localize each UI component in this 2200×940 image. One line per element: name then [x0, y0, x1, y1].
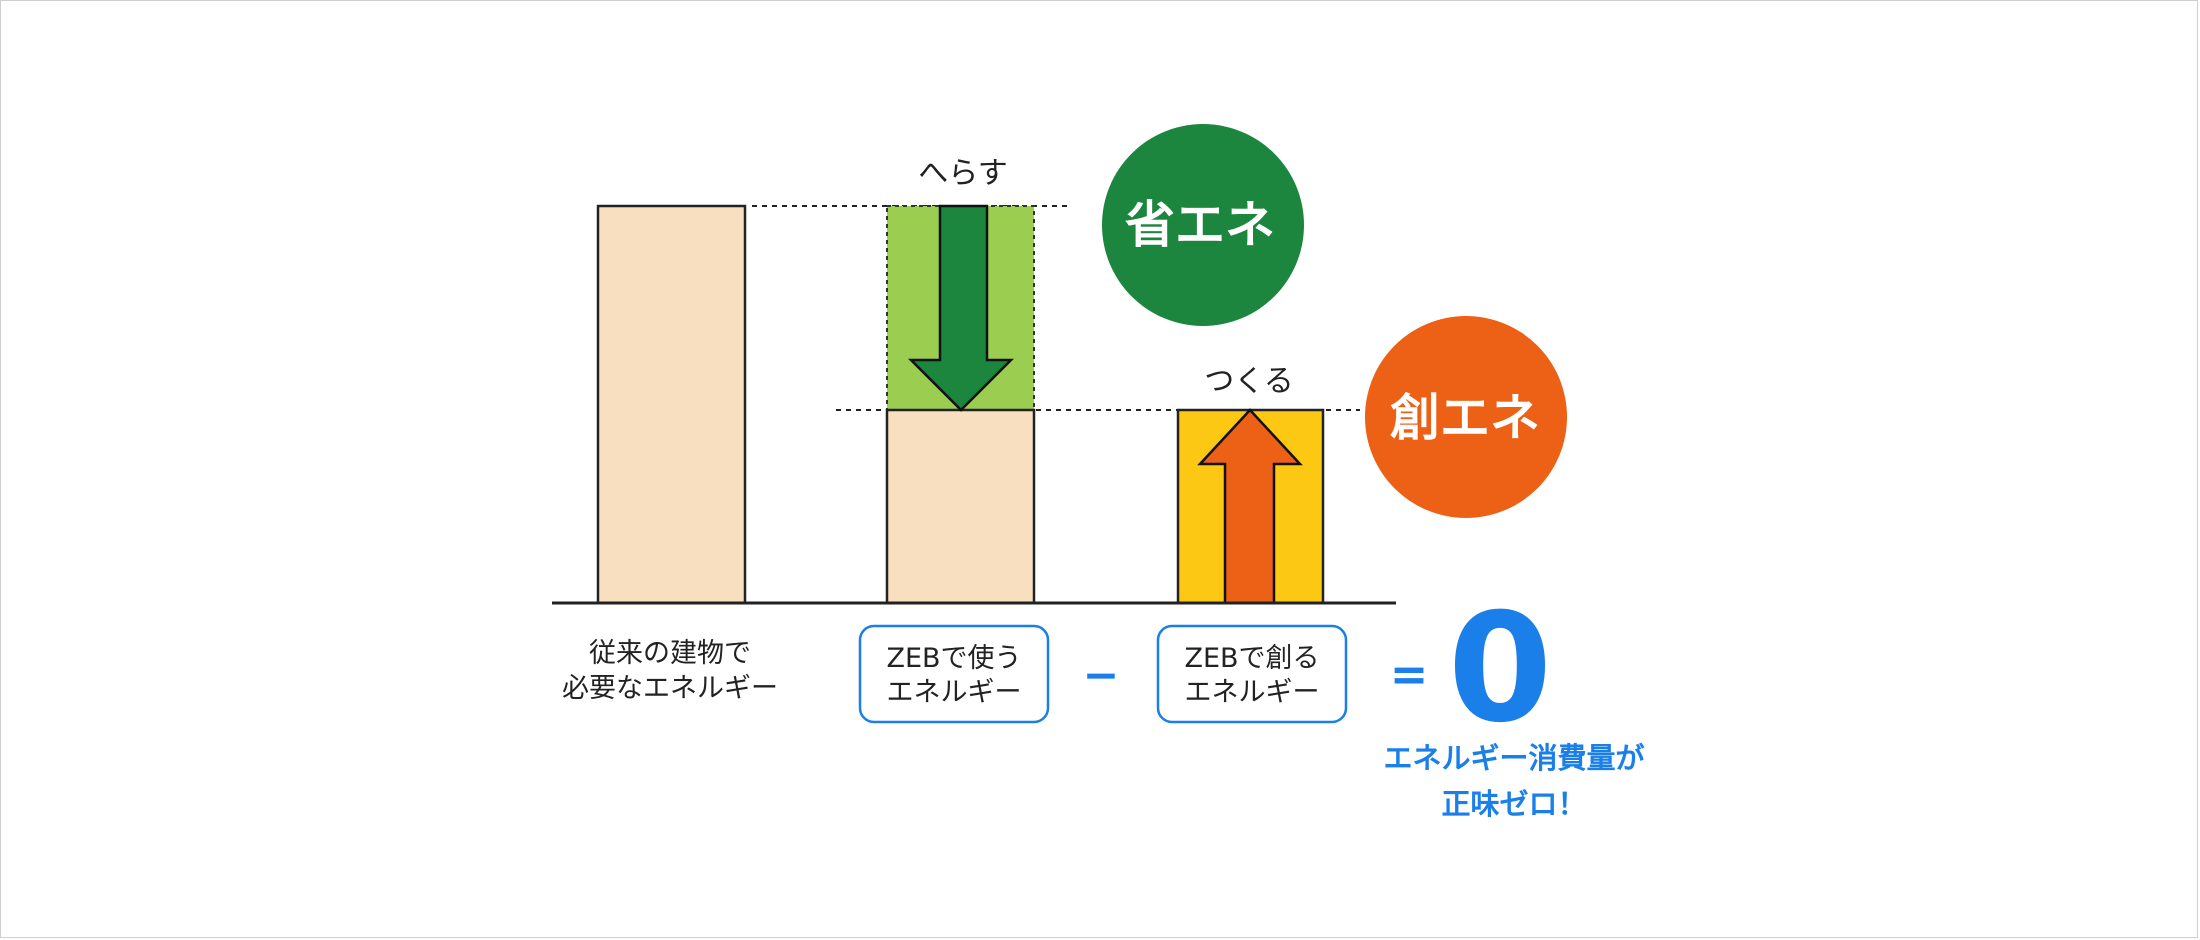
result-label-line1: エネルギー消費量が: [1383, 741, 1644, 775]
zeb-use-box: [858, 624, 1050, 724]
zeb-create-label-line1: ZEBで創る: [1184, 643, 1319, 674]
zero-value: 0: [1448, 582, 1552, 756]
zeb-create-label-line2: エネルギー: [1185, 677, 1320, 708]
zeb-use-label-line2: エネルギー: [887, 677, 1022, 708]
conventional-energy-bar: [596, 204, 747, 605]
minus-sign: −: [1083, 650, 1120, 701]
conventional-label-line1: 従来の建物で: [589, 638, 751, 669]
result-label-line2: 正味ゼロ！: [1441, 787, 1586, 821]
energy-saving-label: 省エネ: [1125, 196, 1275, 254]
equals-sign: =: [1390, 647, 1429, 701]
reduce-label: へらす: [918, 156, 1007, 191]
down-arrow-icon: [907, 204, 1015, 412]
zeb-use-label-line1: ZEBで使う: [886, 643, 1021, 674]
energy-saving-circle: [1102, 124, 1304, 326]
conventional-label-line2: 必要なエネルギー: [562, 673, 778, 704]
energy-creation-label: 創エネ: [1390, 389, 1540, 447]
zeb-create-box: [1156, 624, 1348, 724]
zeb-use-bar: [885, 408, 1036, 605]
create-label: つくる: [1204, 364, 1293, 399]
energy-creation-circle: [1365, 316, 1567, 518]
